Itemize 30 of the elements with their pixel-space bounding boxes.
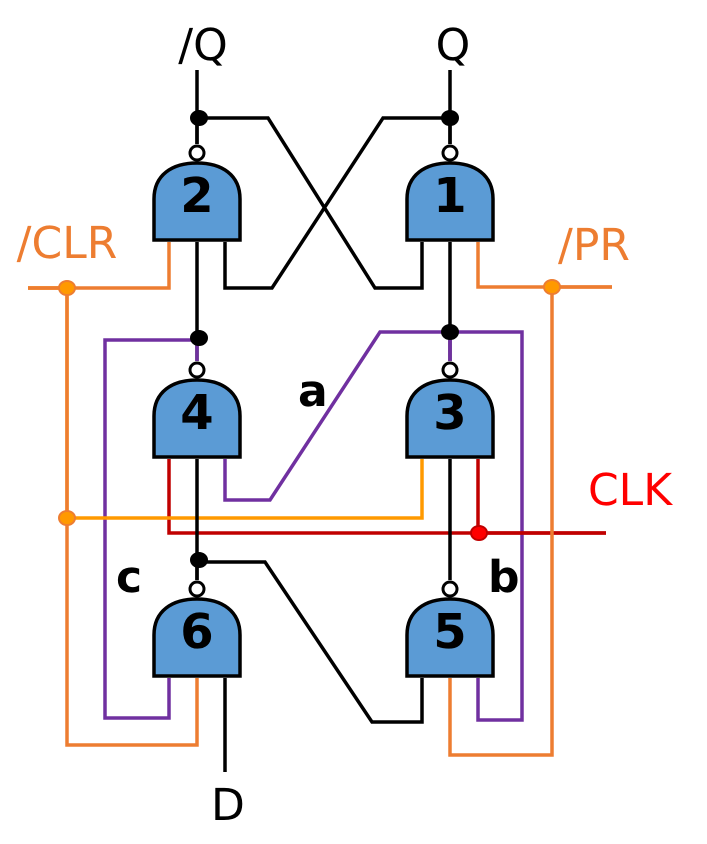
wire <box>448 285 612 757</box>
terminal-label: /PR <box>550 222 638 287</box>
wire <box>195 560 424 724</box>
nand-gate <box>152 580 242 678</box>
gate-number: 2 <box>179 170 215 222</box>
terminal-label: Q <box>424 22 482 70</box>
wire <box>28 286 199 747</box>
wire <box>448 459 452 580</box>
nand-gate <box>405 361 495 459</box>
terminal-label: /CLR <box>6 220 128 288</box>
wire <box>223 116 452 290</box>
gate-number: 1 <box>432 170 468 222</box>
terminal-label: CLK <box>578 467 682 533</box>
wire <box>476 459 606 535</box>
signal-label: a <box>298 368 328 416</box>
terminal-label: D <box>205 772 251 832</box>
wire <box>448 330 524 722</box>
signal-label: b <box>488 554 520 602</box>
nand-gate <box>152 144 242 242</box>
gate-number: 5 <box>432 606 468 658</box>
wire <box>223 678 227 772</box>
nand-gate <box>152 361 242 459</box>
nand-gate <box>405 144 495 242</box>
wire <box>103 338 199 720</box>
gate-number: 4 <box>179 387 215 439</box>
gate-number: 6 <box>179 606 215 658</box>
terminal-label: /Q <box>170 22 236 70</box>
signal-label: c <box>116 554 142 602</box>
gate-number: 3 <box>432 387 468 439</box>
wire <box>195 116 424 290</box>
